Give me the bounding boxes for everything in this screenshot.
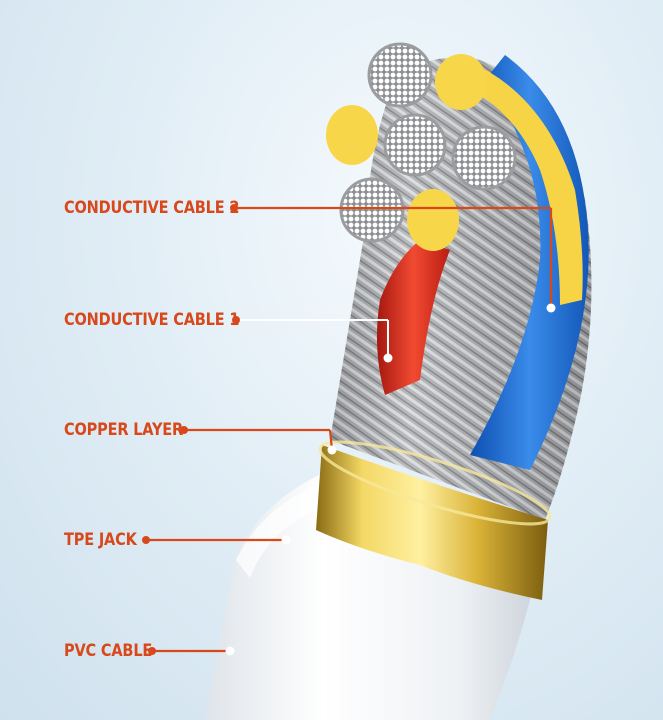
strand-bundles xyxy=(339,42,517,243)
label-conductive-cable-2: CONDUCTIVE CABLE 2 xyxy=(64,198,240,217)
label-conductive-cable-1: CONDUCTIVE CABLE 1 xyxy=(64,310,240,329)
label-copper-layer: COPPER LAYER xyxy=(64,420,184,439)
label-tpe-jack: TPE JACK xyxy=(64,530,137,549)
red-insulation xyxy=(376,240,450,395)
yellow-discs xyxy=(326,54,487,251)
label-pvc-cable: PVC CABLE xyxy=(64,641,153,660)
tpe-jack-ring xyxy=(236,478,544,578)
leader-dots xyxy=(142,204,556,656)
leader-lines xyxy=(234,206,553,308)
